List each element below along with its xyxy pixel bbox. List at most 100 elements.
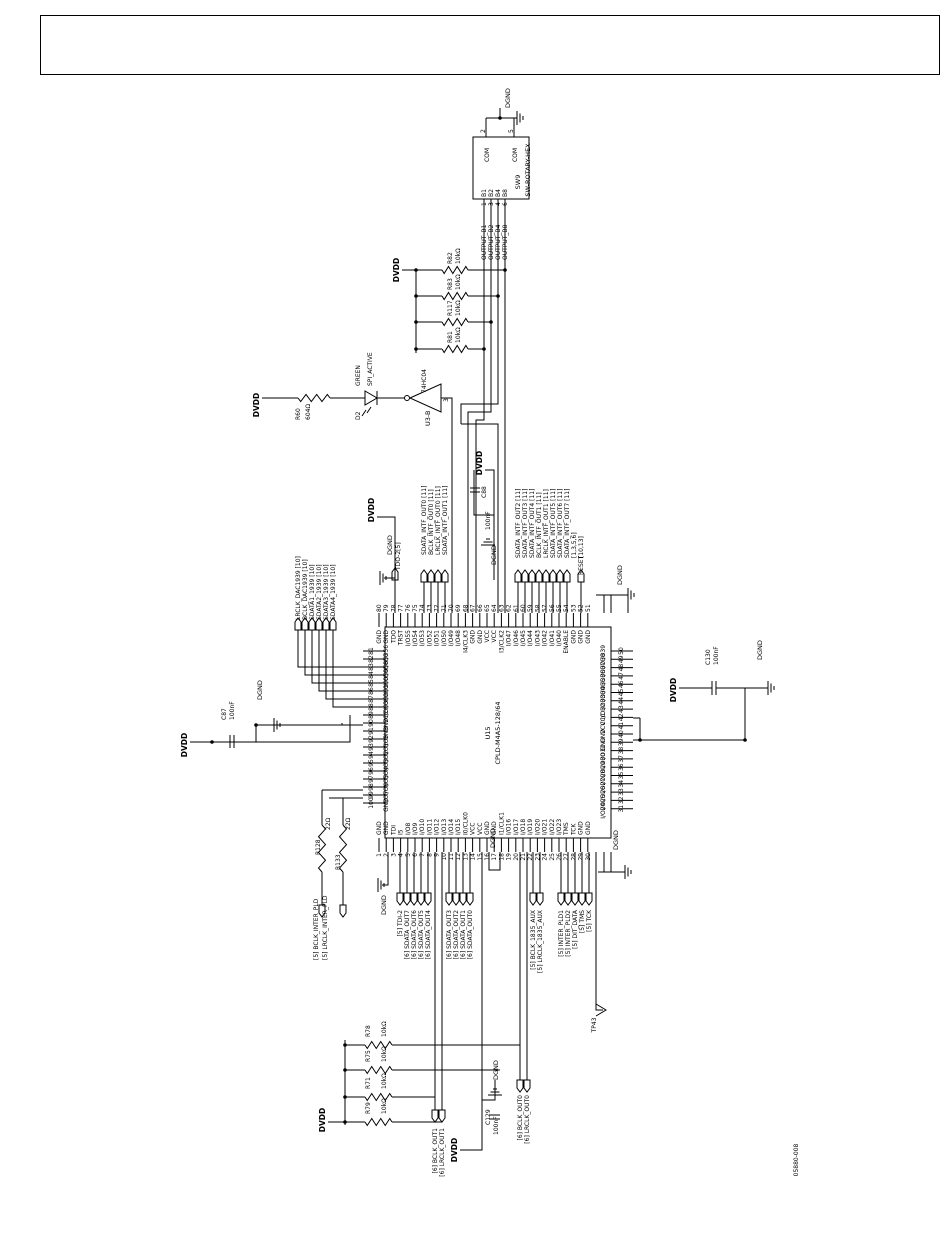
pin-name: GND [376, 821, 383, 835]
pin-name: GND [383, 821, 390, 835]
pin-number: 83 [368, 663, 375, 671]
pin-number: 92 [368, 735, 375, 743]
pin-name: I/O37 [600, 661, 607, 677]
pin-number: 1 [376, 853, 383, 857]
pin-number: 37 [618, 755, 625, 763]
net-flag [563, 569, 571, 583]
pin-name: GND [383, 630, 390, 644]
cap-value: 100nF [713, 646, 720, 665]
net-flag [459, 892, 467, 906]
cap-ref: C88 [481, 486, 488, 498]
pin-number: 100 [368, 797, 375, 809]
wire [304, 630, 363, 676]
pin-name: I/O18 [520, 819, 527, 835]
switch-pin-number: 5 [508, 129, 515, 133]
pin-number: 40 [618, 730, 625, 738]
net-label-bottom: [6] SDATA_OUT6 [411, 910, 418, 959]
pin-name: ENABLE [563, 630, 570, 654]
resistor-symbol [297, 393, 331, 403]
pin-name: VCC [491, 630, 498, 642]
dvdd-label: DVDD [475, 451, 484, 475]
pin-name: I/O47 [506, 630, 513, 646]
net-label-left: SDATA2_1939 [10] [316, 564, 323, 620]
net-label-inter: [5] BCLK_INTER_PLD [313, 898, 320, 960]
resistor-value: 10kΩ [455, 248, 462, 264]
switch-pin-name: B2 [488, 189, 495, 197]
net-flag [403, 892, 411, 906]
pin-name: VCC [477, 823, 484, 835]
ground-symbol [481, 538, 495, 546]
pin-number: 11 [448, 853, 455, 861]
resistor-ref: R78 [365, 1025, 372, 1037]
inverter-triangle [408, 383, 442, 413]
pin-number: 80 [376, 604, 383, 612]
pin-name: I/O50 [441, 630, 448, 646]
net-flag [452, 892, 460, 906]
net-flag [431, 1109, 439, 1123]
switch-pin-number: 3 [488, 202, 495, 206]
pin-name: I/O2 [383, 751, 390, 764]
resistor-ref: R117 [447, 300, 454, 316]
wire [595, 852, 603, 1011]
pin-number: 71 [441, 604, 448, 612]
wire [460, 852, 483, 1151]
pin-number: 96 [368, 767, 375, 775]
pin-number: 12 [455, 853, 462, 861]
dgnd-label: DGND [616, 565, 624, 585]
pin-name: GND [376, 630, 383, 644]
pin-number: 14 [470, 853, 477, 861]
dvdd-label: DVDD [392, 258, 401, 282]
wire [332, 630, 363, 708]
net-flag [571, 892, 579, 906]
net-flag [391, 567, 399, 581]
pin-number: 35 [618, 772, 625, 780]
pin-number: 16 [484, 853, 491, 861]
dgnd-label: DGND [490, 545, 498, 565]
switch-pin-number: 1 [481, 202, 488, 206]
pin-name: TDO [390, 630, 397, 644]
pin-number: 8 [426, 853, 433, 857]
pin-number: 21 [520, 853, 527, 861]
pin-name: VCC [484, 630, 491, 642]
pin-number: 30 [585, 853, 592, 861]
net-label-top-right: LRCLK_INTF_OUT1 [11] [543, 489, 550, 558]
wire [212, 724, 274, 743]
net-label-top-right: BCLK_INTF_OUT1 [11] [536, 492, 543, 558]
pin-name: I/O4 [383, 767, 390, 780]
cap-ref: C130 [705, 649, 712, 665]
net-flag [438, 1109, 446, 1123]
pin-number: 17 [491, 853, 498, 861]
junction-dot [503, 268, 507, 272]
pin-name: I/O34 [600, 686, 607, 702]
net-label-bottom: [5] DIT_DATA [572, 909, 579, 949]
net-flag [529, 892, 537, 906]
cpld-part: CPLD-M4A5-128/64 [494, 702, 502, 765]
net-flag [564, 892, 572, 906]
pin-number: 6 [412, 853, 419, 857]
junction-dot [414, 268, 418, 272]
pin-name: I/O12 [434, 819, 441, 835]
net-flag [514, 569, 522, 583]
led-arrows [361, 406, 372, 417]
ground-symbol [488, 1088, 502, 1096]
net-label-bottom: [5] INTER_PLD2 [565, 910, 572, 957]
pin-name: GND [383, 798, 390, 812]
net-label-bottom-out: [6] BCLK_OUT1 [432, 1128, 439, 1174]
resistor-symbol [364, 1065, 393, 1075]
resistor-value: 604Ω [305, 404, 312, 420]
switch-pin-number: 4 [495, 202, 502, 206]
resistor-symbol [441, 344, 469, 354]
cap-value: 100nF [493, 1116, 500, 1135]
pin-name: I/O56 [383, 645, 390, 661]
resistor-ref: R133 [335, 854, 342, 870]
pin-name: I/O3 [383, 759, 390, 772]
pin-number: 87 [368, 695, 375, 703]
led-ref: D2 [355, 411, 362, 420]
pin-name: I/O10 [419, 819, 426, 835]
net-label-left: LRCLK_DAC1939 [10] [295, 556, 302, 620]
wire [596, 594, 629, 613]
wire [598, 852, 625, 873]
net-label-bottom: [6] SDATA_OUT4 [425, 910, 432, 959]
wire [190, 715, 351, 743]
net-flag [441, 569, 449, 583]
